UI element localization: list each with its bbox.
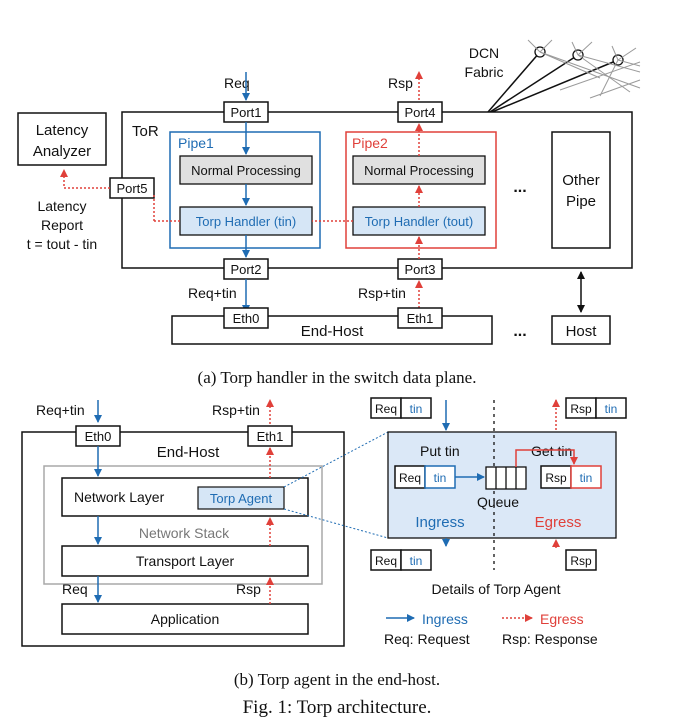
port5-label: Port5 [116,181,147,196]
port4-box [397,101,443,123]
detail-egress-label: Egress [535,514,582,531]
diagram-b: Req+tin Rsp+tin End-Host Eth0 Eth1 Netwo… [21,399,389,647]
eth1-label-b: Eth1 [257,429,284,444]
more-hosts-ellipsis: ... [513,323,526,340]
latency-report-label-1: Latency [37,198,86,214]
torp-agent-label: Torp Agent [210,491,273,506]
end-host-label-b: End-Host [157,444,220,461]
torp-agent-box [197,486,285,510]
rsp-label-b: Rsp [236,581,261,597]
application-box [61,603,309,635]
network-stack-box [43,465,323,585]
egress-rsp-label: Rsp [545,471,567,485]
queue-to-get-arrow [515,449,578,467]
detail-req-out-label: Req [375,554,397,568]
rsp-label-top: Rsp [388,75,413,91]
transport-layer-box [61,545,309,577]
torp-handler-out-box [352,206,486,236]
eth0-box-a [223,307,269,329]
detail-req-out-tin: tin [410,554,423,568]
detail-req-out-tin-box [400,549,432,571]
detail-rsp-out-label: Rsp [570,402,592,416]
other-pipe-label-2: Pipe [566,193,596,210]
caption-a: (a) Torp handler in the switch data plan… [198,368,477,387]
figure-caption: Fig. 1: Torp architecture. [243,697,432,718]
port3-box [397,258,443,280]
torp-handler-out-label: Torp Handler (tout) [365,214,473,229]
queue-label: Queue [477,494,519,510]
end-host-label-a: End-Host [301,323,364,340]
pipe1-label: Pipe1 [178,135,214,151]
tor-label: ToR [132,123,159,140]
legend-egress-label: Egress [540,611,584,627]
port5-to-analyzer-arrow [60,169,110,189]
pipe2-label: Pipe2 [352,135,388,151]
details-title: Details of Torp Agent [432,581,561,597]
network-stack-label: Network Stack [139,525,230,541]
rsp-tin-label-b: Rsp+tin [212,402,260,418]
latency-formula: t = tout - tin [27,236,97,252]
eth0-label-a: Eth0 [233,311,260,326]
network-layer-label: Network Layer [74,489,165,505]
req-label-b: Req [62,581,88,597]
transport-layer-label: Transport Layer [136,553,235,569]
normal-processing-box-1 [179,155,313,185]
eth1-box-b [247,425,293,447]
latency-report-label-2: Report [41,217,83,233]
detail-rsp-out-tin-box [595,397,627,419]
req-tin-label-b: Req+tin [36,402,85,418]
ingress-tin-label: tin [434,471,447,485]
egress-tin-box [570,465,602,489]
detail-req-in-tin: tin [410,402,423,416]
more-pipes-ellipsis: ... [513,179,526,196]
host-label: Host [566,323,598,340]
dcn-fabric-graphic [487,39,641,113]
caption-b: (b) Torp agent in the end-host. [234,670,440,689]
torp-handler-in-label: Torp Handler (tin) [196,214,296,229]
detail-rsp-in-box [565,549,597,571]
application-label: Application [151,611,220,627]
other-pipe-box [551,131,611,249]
port1-label: Port1 [230,105,261,120]
detail-ingress-label: Ingress [415,514,464,531]
zoom-line-bottom [283,508,389,539]
legend-ingress-label: Ingress [422,611,468,627]
eth0-label-b: Eth0 [85,429,112,444]
dcn-fabric-label-2: Fabric [465,64,504,80]
torp-agent-details: Req tin Rsp tin Put tin Get tin Req tin … [370,397,627,647]
get-tin-label: Get tin [531,443,572,459]
legend-rsp-label: Rsp: Response [502,631,598,647]
normal-processing-label-1: Normal Processing [191,163,301,178]
port4-label: Port4 [404,105,435,120]
req-tin-label-a: Req+tin [188,285,237,301]
legend-req-label: Req: Request [384,631,470,647]
eth1-box-a [397,307,443,329]
queue-graphic [485,466,527,490]
dcn-fabric-label-1: DCN [469,45,499,61]
port3-label: Port3 [404,262,435,277]
rsp-tin-label-a: Rsp+tin [358,285,406,301]
other-pipe-label-1: Other [562,172,600,189]
latency-analyzer-label-2: Analyzer [33,143,91,160]
normal-processing-label-2: Normal Processing [364,163,474,178]
host-box [551,315,611,345]
egress-tin-label: tin [580,471,593,485]
diagram-a: DCN Fabric ToR Req Rsp Port1 Port4 Port2… [17,39,641,345]
normal-processing-box-2 [352,155,486,185]
req-label-top: Req [224,75,250,91]
latency-analyzer-label-1: Latency [36,122,89,139]
detail-rsp-in-label: Rsp [570,554,592,568]
latency-analyzer-box [17,112,107,166]
eth1-label-a: Eth1 [407,311,434,326]
detail-req-in-label: Req [375,402,397,416]
ingress-req-label: Req [399,471,421,485]
detail-req-in-tin-box [400,397,432,419]
put-tin-label: Put tin [420,443,460,459]
port2-label: Port2 [230,262,261,277]
detail-rsp-out-tin: tin [605,402,618,416]
